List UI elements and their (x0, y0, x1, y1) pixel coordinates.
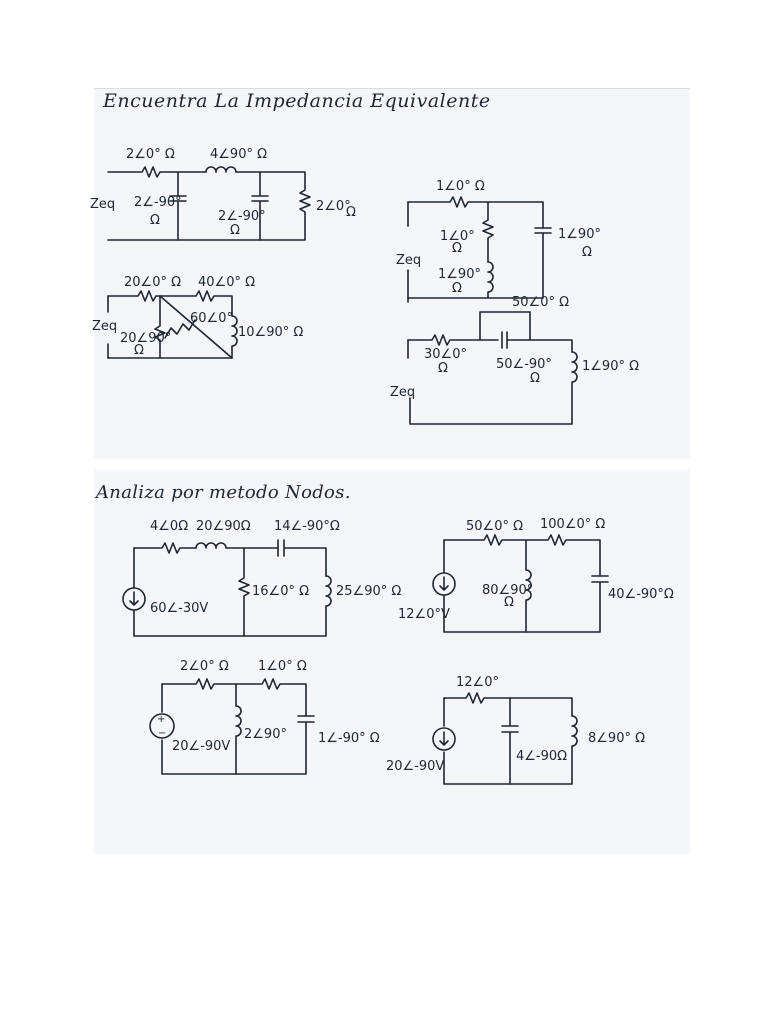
c8-r1-label: 12∠0° (456, 675, 499, 690)
circuit-8: 12∠0° 4∠-90Ω 8∠90° Ω 20∠-90V (386, 675, 645, 785)
circuit-7: + − 2∠0° Ω 1∠0° Ω 2∠90° 1∠-90° Ω 20∠-90V (149, 659, 380, 775)
c5-source-label: 60∠-30V (150, 601, 208, 616)
c3-l1-label: 10∠90° Ω (238, 325, 303, 340)
c4-l1-label: 1∠90° Ω (582, 359, 639, 374)
c2-c1-unit: Ω (582, 245, 592, 260)
c6-r1-label: 50∠0° Ω (466, 519, 523, 534)
c5-l2-label: 25∠90° Ω (336, 584, 401, 599)
c4-r1-label: 30∠0° (424, 347, 467, 362)
c2-r2-label: 1∠0° (440, 229, 475, 244)
c1-c2-label: 2∠-90° (218, 209, 266, 224)
c1-r2-label: 2∠0° (316, 199, 351, 214)
c5-r1-label: 4∠0Ω (150, 519, 188, 534)
c3-z1-unit: Ω (134, 343, 144, 358)
c1-r1-label: 2∠0° Ω (126, 147, 175, 162)
c2-r1-label: 1∠0° Ω (436, 179, 485, 194)
svg-text:−: − (158, 728, 166, 739)
c1-c1-label: 2∠-90° (134, 195, 182, 210)
c7-c1-label: 1∠-90° Ω (318, 731, 380, 746)
c4-c1-unit: Ω (530, 371, 540, 386)
c4-r1-unit: Ω (438, 361, 448, 376)
c1-r2-unit: Ω (346, 205, 356, 220)
c3-r1-label: 20∠0° Ω (124, 275, 181, 290)
worksheet-panel-bottom (94, 470, 690, 854)
c5-r2-label: 16∠0° Ω (252, 584, 309, 599)
circuit-2: Zeq 1∠0° Ω 1∠0° Ω 1∠90° Ω 1∠90° Ω (396, 179, 601, 303)
c3-r3-label: 60∠0° (190, 311, 233, 326)
c7-source-label: 20∠-90V (172, 739, 230, 754)
c8-c1-label: 4∠-90Ω (516, 749, 567, 764)
circuit-4: Zeq 30∠0° Ω 50∠0° Ω 50∠-90° Ω 1∠90° Ω (390, 295, 639, 425)
c4-c1-label: 50∠-90° (496, 357, 552, 372)
circuit-1: Zeq 2∠0° Ω 4∠90° Ω 2∠-90° Ω 2∠-90° Ω 2∠0… (90, 147, 356, 241)
c4-zeq-label: Zeq (390, 385, 415, 400)
c4-r2-label: 50∠0° Ω (512, 295, 569, 310)
c5-l1-label: 20∠90Ω (196, 519, 251, 534)
c2-zeq-label: Zeq (396, 253, 421, 268)
c2-c1-label: 1∠90° (558, 227, 601, 242)
c6-source-label: 12∠0°V (398, 607, 450, 622)
c3-z1-label: 20∠90° (120, 331, 171, 346)
c6-r2-label: 100∠0° Ω (540, 517, 605, 532)
section-heading-equivalent-impedance: Encuentra La Impedancia Equivalente (103, 90, 491, 112)
c2-l1-unit: Ω (452, 281, 462, 296)
c1-c2-unit: Ω (230, 223, 240, 238)
circuit-5: 4∠0Ω 20∠90Ω 14∠-90°Ω 16∠0° Ω 25∠90° Ω 60… (122, 519, 401, 637)
c5-c1-label: 14∠-90°Ω (274, 519, 340, 534)
c1-zeq-label: Zeq (90, 197, 115, 212)
c6-l1-label: 80∠90° (482, 583, 533, 598)
section-heading-nodal-analysis: Analiza por metodo Nodos. (96, 482, 351, 503)
c3-r2-label: 40∠0° Ω (198, 275, 255, 290)
worksheet-panel-top (94, 88, 690, 459)
c7-l1-label: 2∠90° (244, 727, 287, 742)
c2-l1-label: 1∠90° (438, 267, 481, 282)
c3-zeq-label: Zeq (92, 319, 117, 334)
c1-l1-label: 4∠90° Ω (210, 147, 267, 162)
c7-r1-label: 2∠0° Ω (180, 659, 229, 674)
circuit-3: Zeq 20∠0° Ω 40∠0° Ω 20∠90° Ω 60∠0° 10∠90… (92, 275, 303, 359)
c8-l1-label: 8∠90° Ω (588, 731, 645, 746)
c1-c1-unit: Ω (150, 213, 160, 228)
circuit-6: 50∠0° Ω 100∠0° Ω 80∠90° Ω 40∠-90°Ω 12∠0°… (398, 517, 674, 633)
c7-r2-label: 1∠0° Ω (258, 659, 307, 674)
svg-text:+: + (157, 714, 165, 725)
c2-r2-unit: Ω (452, 241, 462, 256)
c6-c1-label: 40∠-90°Ω (608, 587, 674, 602)
c8-source-label: 20∠-90V (386, 759, 444, 774)
c6-l1-unit: Ω (504, 595, 514, 610)
